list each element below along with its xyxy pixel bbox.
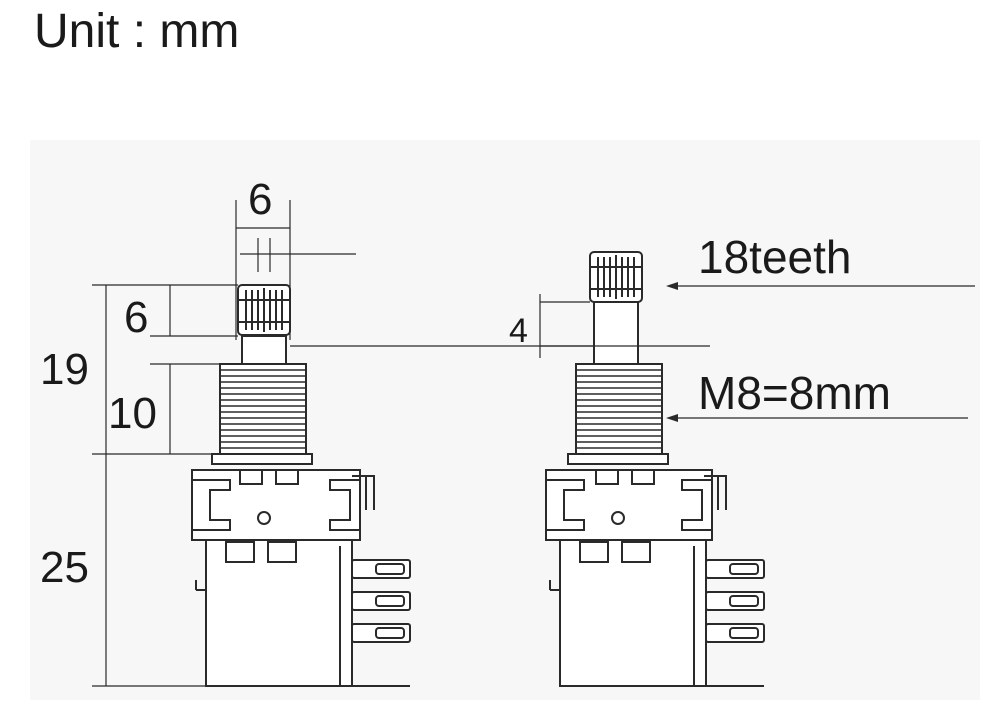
left-threaded-bushing [219,363,307,455]
left-shaft-collar [241,335,287,365]
right-threaded-bushing [575,363,663,455]
drawing-panel [30,140,980,700]
shaft-width-label: 6 [248,175,273,224]
left-flange [211,453,313,465]
teeth-callout: 18teeth [698,231,852,283]
right-potentiometer [545,251,765,687]
total-shaft-height-label: 19 [40,345,89,394]
right-shaft-collar [593,301,639,365]
left-potentiometer [191,284,411,687]
unit-label: Unit : mm [34,5,240,58]
dimension-lines [92,200,975,687]
thread-length-label: 10 [108,389,157,438]
left-can-body [195,539,410,687]
left-knurled-shaft [237,284,291,336]
knurl-height-label: 6 [124,293,149,342]
right-solder-lugs [705,559,765,643]
right-switch-block [545,469,727,541]
right-knurled-shaft [589,251,643,303]
smooth-shaft-length-label: 4 [509,312,528,350]
left-switch-block [191,469,375,541]
body-height-label: 25 [40,543,89,592]
dimension-arrows [666,282,678,422]
thread-callout: M8=8mm [698,367,891,419]
right-can-body [549,539,764,687]
right-flange [567,453,669,465]
left-solder-lugs [351,559,411,643]
